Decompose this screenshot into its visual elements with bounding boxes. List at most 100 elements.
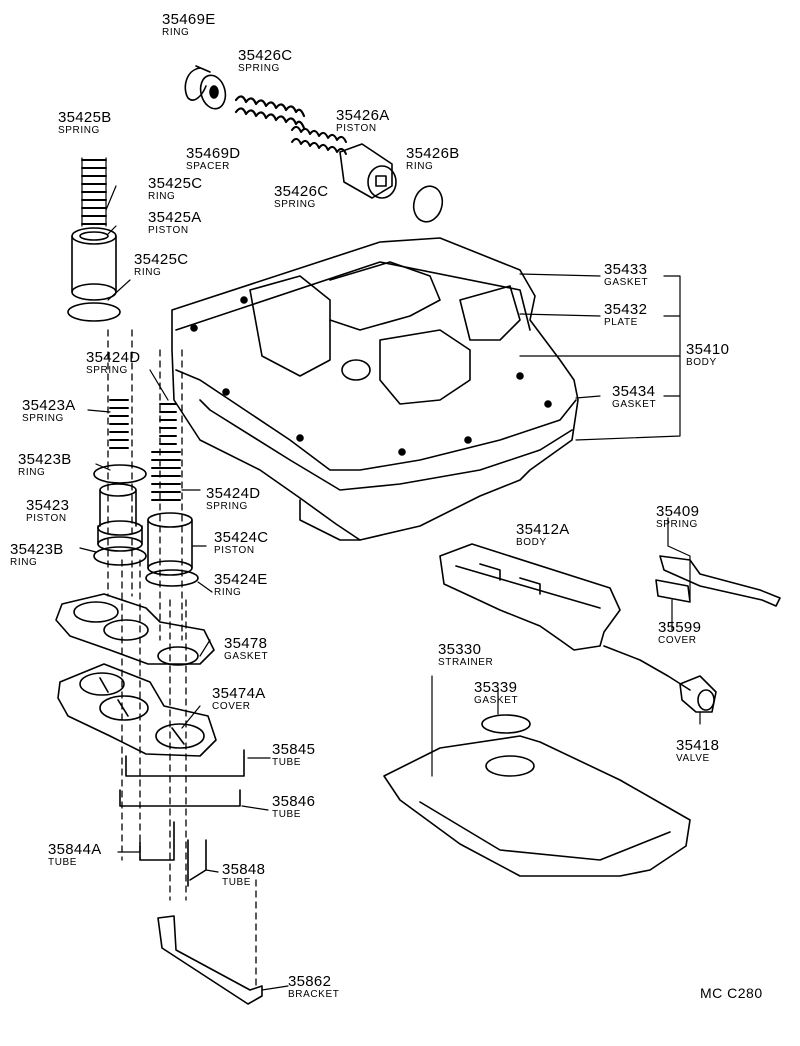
part-number: 35424E bbox=[214, 571, 268, 588]
part-number: 35425B bbox=[58, 109, 112, 126]
ring-35423b-top-drawing bbox=[94, 465, 146, 483]
tube-35846-drawing bbox=[120, 790, 240, 806]
part-name: SPRING bbox=[58, 125, 100, 136]
part-name: RING bbox=[406, 161, 434, 172]
part-name: SPRING bbox=[656, 519, 698, 530]
part-number: 35599 bbox=[658, 619, 702, 636]
part-number: 35474A bbox=[212, 685, 266, 702]
spring-35424d-bottom-drawing bbox=[152, 452, 180, 500]
part-number: 35423 bbox=[26, 497, 70, 514]
part-number: 35412A bbox=[516, 521, 570, 538]
spring-35424d-top-drawing bbox=[160, 404, 176, 444]
part-number: 35330 bbox=[438, 641, 482, 658]
part-number: 35846 bbox=[272, 793, 316, 810]
spring-35426c-mid-drawing bbox=[292, 127, 346, 154]
part-number: 35409 bbox=[656, 503, 700, 520]
part-name: RING bbox=[18, 467, 46, 478]
ring-35469e-drawing bbox=[185, 66, 210, 100]
part-name: RING bbox=[162, 27, 190, 38]
piston-35423-drawing bbox=[98, 484, 142, 551]
part-name: GASKET bbox=[474, 695, 519, 706]
body-35412a-drawing bbox=[440, 544, 620, 650]
part-number: 35426B bbox=[406, 145, 460, 162]
valve-35418-drawing bbox=[604, 646, 716, 712]
piston-35425a-drawing bbox=[72, 228, 116, 300]
part-name: BODY bbox=[516, 537, 547, 548]
part-number: 35469E bbox=[162, 11, 216, 28]
part-name: VALVE bbox=[676, 753, 710, 764]
part-number: 35418 bbox=[676, 737, 720, 754]
ring-35425c-bottom-drawing bbox=[68, 303, 120, 321]
spacer-35469d-drawing bbox=[197, 72, 229, 111]
part-number: 35425C bbox=[148, 175, 203, 192]
valve-body-35410-drawing bbox=[172, 238, 578, 540]
part-name: BODY bbox=[686, 357, 717, 368]
valve-body-leaders bbox=[520, 274, 680, 440]
part-name: SPRING bbox=[22, 413, 64, 424]
tube-35844a-drawing bbox=[140, 822, 174, 860]
part-name: SPRING bbox=[274, 199, 316, 210]
part-number: 35426A bbox=[336, 107, 390, 124]
part-number: 35410 bbox=[686, 341, 730, 358]
part-number: 35424D bbox=[86, 349, 141, 366]
ring-35423b-bottom-drawing bbox=[94, 547, 146, 565]
part-name: PISTON bbox=[148, 225, 189, 236]
part-name: TUBE bbox=[272, 757, 302, 768]
spring-35426c-top-drawing bbox=[236, 96, 304, 128]
part-number: 35423B bbox=[10, 541, 64, 558]
part-name: RING bbox=[148, 191, 176, 202]
part-name: SPACER bbox=[186, 161, 230, 172]
alignment-lines bbox=[108, 330, 256, 990]
part-number: 35433 bbox=[604, 261, 648, 278]
part-number: 35424D bbox=[206, 485, 261, 502]
piston-35424c-drawing bbox=[148, 513, 192, 575]
part-name: PISTON bbox=[214, 545, 255, 556]
part-name: TUBE bbox=[272, 809, 302, 820]
diagram-code: MC C280 bbox=[700, 985, 763, 1001]
part-name: COVER bbox=[212, 701, 251, 712]
part-number: 35424C bbox=[214, 529, 269, 546]
bracket-35862-drawing bbox=[158, 916, 262, 1004]
part-name: PLATE bbox=[604, 317, 638, 328]
part-name: SPRING bbox=[206, 501, 248, 512]
part-number: 35425C bbox=[134, 251, 189, 268]
part-number: 35862 bbox=[288, 973, 332, 990]
part-number: 35423A bbox=[22, 397, 76, 414]
part-number: 35844A bbox=[48, 841, 102, 858]
part-name: GASKET bbox=[612, 399, 657, 410]
ring-35426b-drawing bbox=[410, 183, 446, 225]
spring-35409-drawing bbox=[660, 556, 780, 606]
part-name: RING bbox=[134, 267, 162, 278]
piston-35426a-drawing bbox=[340, 144, 396, 198]
part-name: PISTON bbox=[26, 513, 67, 524]
part-number: 35426C bbox=[238, 47, 293, 64]
part-number: 35423B bbox=[18, 451, 72, 468]
part-name: STRAINER bbox=[438, 657, 494, 668]
part-name: RING bbox=[214, 587, 242, 598]
part-name: SPRING bbox=[86, 365, 128, 376]
